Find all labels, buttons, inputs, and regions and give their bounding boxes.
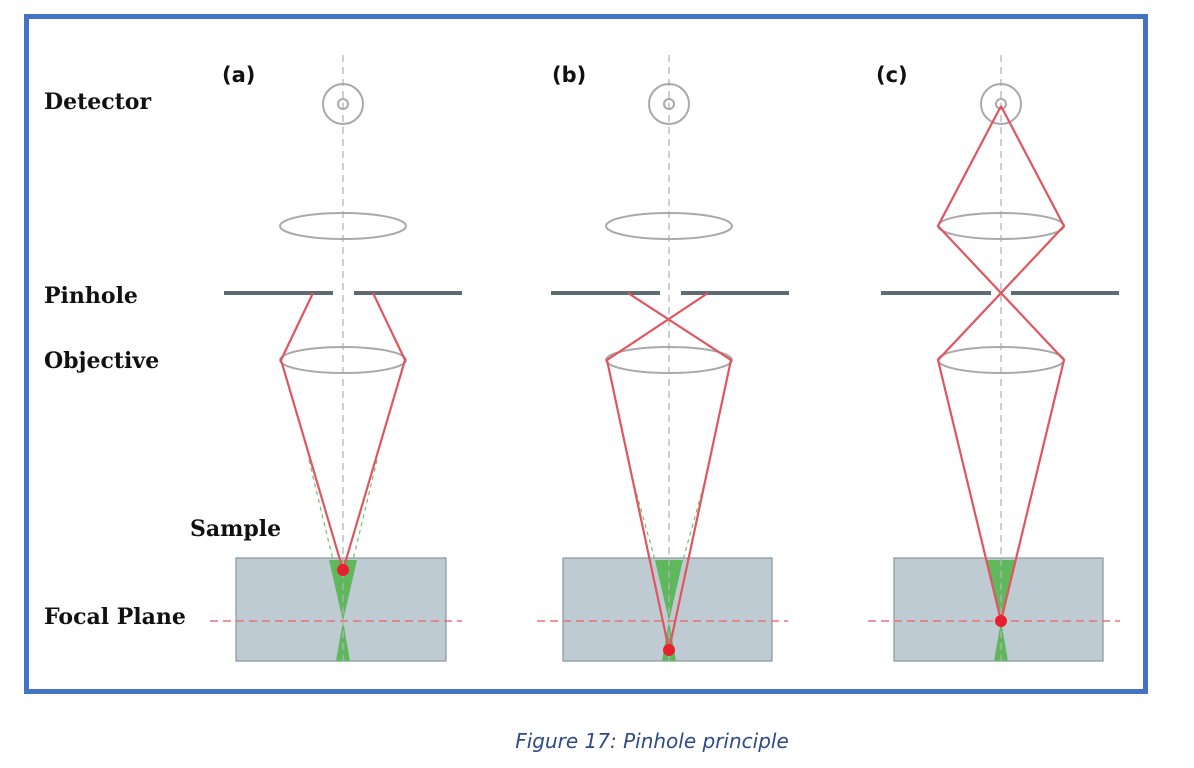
panel-a-lower-cone: [336, 621, 350, 661]
label-objective: Objective: [44, 348, 159, 374]
panel-a-upper-cone: [329, 560, 357, 621]
label-focal-plane: Focal Plane: [44, 604, 186, 630]
panel-a-tube-lens: [279, 212, 407, 240]
panel-a-guide-right: [352, 459, 378, 561]
panel-c-label: (c): [876, 63, 908, 87]
panel-a-guide-left: [308, 459, 334, 561]
panel-a-focus-spot: [337, 564, 349, 576]
panel-b-detector-icon: [648, 83, 690, 125]
panel-b: (b): [537, 55, 789, 662]
label-detector: Detector: [44, 89, 151, 115]
panel-a: (a): [210, 55, 462, 662]
panel-c-light-path: [936, 105, 1066, 622]
panel-c-upper-cone: [987, 560, 1015, 621]
panel-c-detector-center: [995, 98, 1007, 110]
panel-c-focus-spot: [995, 615, 1007, 627]
panel-b-label: (b): [552, 63, 586, 87]
panel-b-focus-spot: [663, 644, 675, 656]
panel-b-tube-lens: [605, 212, 733, 240]
label-pinhole: Pinhole: [44, 283, 138, 309]
label-sample: Sample: [190, 516, 281, 542]
panel-a-detector-center: [337, 98, 349, 110]
panel-c-lower-cone: [994, 621, 1008, 661]
panel-b-detector-center: [663, 98, 675, 110]
panel-c-detector-icon: [980, 83, 1022, 125]
panel-b-upper-cone: [655, 560, 683, 621]
figure-caption: Figure 17: Pinhole principle: [515, 729, 789, 753]
panel-c: (c): [868, 55, 1120, 662]
panel-a-detector-icon: [322, 83, 364, 125]
panel-a-label: (a): [222, 63, 255, 87]
